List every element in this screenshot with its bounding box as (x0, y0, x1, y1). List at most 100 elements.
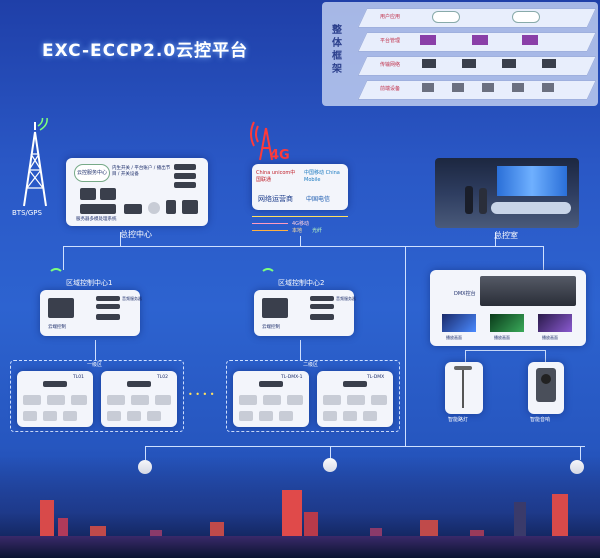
speaker-panel (528, 362, 564, 414)
server-icon (310, 304, 334, 309)
link-vertical (465, 350, 466, 364)
device-icon (343, 411, 357, 421)
node-panel: TL02 (101, 371, 177, 427)
wifi-icon (260, 268, 276, 284)
router-icon (259, 381, 283, 387)
server-icon (174, 182, 196, 188)
server-icon (420, 35, 436, 45)
server-icon (80, 188, 96, 200)
router-icon (43, 381, 67, 387)
cloud-icon (432, 11, 460, 23)
device-label: 音频服务器 (122, 296, 142, 301)
device-icon (422, 83, 434, 92)
legend-item: 4G移动 (292, 221, 310, 227)
device-icon (263, 395, 281, 405)
server-icon (472, 35, 488, 45)
page-title: EXC-ECCP2.0云控平台 (42, 41, 249, 61)
server-icon (48, 298, 74, 318)
signal-tower-icon (250, 121, 273, 161)
device-label: 云端控制 (262, 325, 280, 330)
device-icon (259, 411, 273, 421)
server-icon (96, 304, 120, 309)
link-vertical (330, 446, 331, 460)
node-panel: TL-DMX (317, 371, 393, 427)
device-icon (279, 411, 293, 421)
control-center-caption: 服务器多模处理系统 (76, 217, 117, 222)
control-center-label: 总控中心 (120, 230, 152, 239)
link-vertical (145, 446, 146, 460)
device-icon (127, 411, 141, 421)
link-vertical (300, 236, 301, 246)
device-icon (239, 411, 253, 421)
switch-icon (310, 314, 334, 320)
server-icon (262, 298, 288, 318)
region-bus (95, 340, 96, 360)
region-label: 区域控制中心1 (66, 279, 113, 287)
device-label: 音频服务器 (336, 296, 356, 301)
subsystem-label: 二级区 (303, 362, 319, 368)
signal-label: 4G (270, 148, 290, 163)
tower-label: BTS/GPS (12, 209, 42, 217)
control-room-image (435, 158, 579, 228)
device-icon (542, 83, 554, 92)
screen-thumbnail (538, 314, 572, 332)
router-icon (127, 381, 151, 387)
region-panel: 云端控制 音频服务器 (40, 290, 142, 336)
waterfront (0, 536, 600, 558)
person-figure (465, 186, 473, 214)
link-vertical (580, 446, 581, 460)
operator-label: 网络运营商 (258, 195, 293, 203)
dmx-label: DMX控台 (454, 291, 476, 297)
bottom-bus (145, 446, 585, 447)
legend-line (252, 230, 288, 231)
dmx-panel: DMX控台 播放画面 播放画面 播放画面 (430, 270, 586, 346)
device-icon (452, 83, 464, 92)
device-icon (363, 411, 377, 421)
link-vertical (543, 246, 544, 270)
device-icon (371, 395, 387, 405)
control-room-label: 总控室 (494, 231, 518, 240)
node-label: TL01 (73, 375, 84, 380)
server-icon (310, 296, 334, 301)
china-mobile-logo: 中国移动 China Mobile (304, 170, 340, 183)
screen-label: 播放画面 (494, 335, 510, 340)
china-telecom-logo: 中国电信 (306, 196, 331, 203)
device-icon (124, 204, 142, 214)
server-icon (174, 164, 196, 170)
tier-label: 传输网络 (380, 62, 401, 68)
server-icon (522, 35, 538, 45)
region-label: 区域控制中心2 (278, 279, 325, 287)
device-icon (482, 83, 494, 92)
device-icon (80, 204, 116, 214)
region-panel: 云端控制 音频服务器 (254, 290, 356, 336)
router-icon (343, 381, 367, 387)
node-label: TL02 (157, 375, 168, 380)
device-icon (462, 59, 476, 68)
device-icon (43, 411, 57, 421)
device-icon (512, 83, 524, 92)
device-icon (71, 395, 87, 405)
street-lamp-head (454, 366, 472, 370)
device-icon (23, 411, 37, 421)
device-icon (287, 395, 303, 405)
legend-item: 本地 (292, 228, 303, 234)
link-vertical (545, 350, 546, 364)
terminal-label: 智能路灯 (448, 417, 469, 423)
legend-item: 光纤 (312, 228, 323, 234)
device-icon (63, 411, 77, 421)
device-icon (323, 395, 341, 405)
architecture-panel: 整体框架 用户应用 平台管理 传输网络 前端设备 (322, 2, 598, 106)
device-icon (47, 395, 65, 405)
subsystem-label: 一级区 (87, 362, 103, 368)
architecture-side-label: 整体框架 (332, 25, 342, 75)
operator-legend: 4G移动 本地 光纤 (252, 214, 348, 236)
tablet-icon (166, 200, 176, 214)
control-center-panel: 云控服务中心 内生开关 / 平台账户 / 播出节目 / 开关设备 服务器多模处理… (66, 158, 208, 226)
legend-line (252, 223, 288, 224)
link-vertical (120, 232, 121, 246)
cloud-label: 云控服务中心 (77, 170, 108, 176)
link-vertical (405, 246, 406, 446)
terminal-label: 智能音响 (530, 417, 551, 423)
server-icon (100, 188, 116, 200)
cloud-icon (74, 164, 110, 182)
